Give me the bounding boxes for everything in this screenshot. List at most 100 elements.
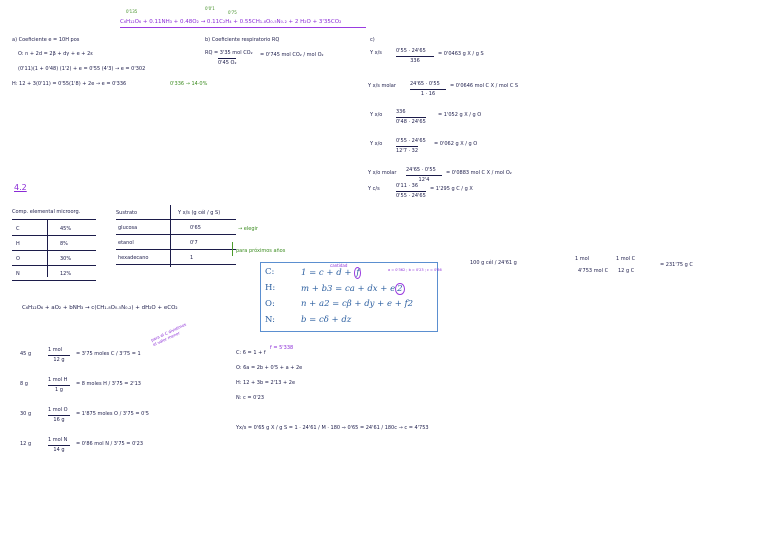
annot-2: 0'0'1 bbox=[205, 6, 215, 11]
mole-factor-den: 14 g bbox=[48, 445, 70, 453]
section-a-line2: (0'11)(1 + 0'48) (1'2) + e = 0'55 (4'3) … bbox=[18, 66, 146, 72]
yield-equation: Yx/s = 0'65 g X / g S = 1 · 24'61 / M · … bbox=[236, 425, 429, 431]
mole-grams: 12 g bbox=[20, 441, 32, 447]
y4-result: = 0'062 g X / g O bbox=[434, 141, 478, 147]
section-b-result: = 0'745 mol CO₂ / mol O₂ bbox=[260, 52, 324, 58]
reaction-underline bbox=[120, 27, 366, 28]
eq-row-label: H: bbox=[265, 283, 276, 293]
y1-den: 336 bbox=[396, 56, 434, 64]
eq-expr-text: b = cδ + dz bbox=[301, 315, 352, 325]
y2-result: = 0'0646 mol C X / mol C S bbox=[450, 83, 519, 89]
top-reaction: C₆H₁₂O₆ + 0.11NH₃ + 0.48O₂ → 0.11C₂H₄ + … bbox=[120, 19, 342, 25]
y1-num: 0'55 · 24'65 bbox=[396, 48, 426, 54]
yield-header: Y x/s (g cél / g S) bbox=[178, 210, 221, 216]
element-row-rule bbox=[12, 235, 96, 236]
mole-factor-den: 12 g bbox=[48, 355, 70, 363]
element-row-rule bbox=[12, 280, 96, 281]
reaction-2: C₆H₁₂O₆ + aO₂ + bNH₃ → c(CH₁.₈O₀.₅N₀.₂) … bbox=[22, 305, 178, 311]
mole-result: = 1'875 moles O / 3'75 = 0'5 bbox=[76, 411, 149, 417]
element-table-header: Comp. elemental microorg. bbox=[12, 209, 81, 215]
solve-line-c: C: 6 = 1 + f bbox=[236, 350, 266, 356]
y4-num: 0'55 · 24'65 bbox=[396, 138, 426, 144]
mole-grams: 45 g bbox=[20, 351, 32, 357]
element-percent: 30% bbox=[60, 256, 72, 262]
far-right-e: 12 g C bbox=[618, 268, 635, 274]
eq-circled-term: f bbox=[354, 267, 362, 279]
solve-line-h: H: 12 + 3b = 2'13 + 2e bbox=[236, 380, 296, 386]
element-table-divider bbox=[47, 219, 48, 277]
substrate-yield: 0'65 bbox=[190, 225, 201, 231]
element-percent: 12% bbox=[60, 271, 72, 277]
element-percent: 45% bbox=[60, 226, 72, 232]
eq-expr-text: 1 = c + d + bbox=[301, 268, 355, 278]
mole-result: = 8 moles H / 3'75 = 2'13 bbox=[76, 381, 141, 387]
substrate-header: Sustrato bbox=[116, 210, 138, 216]
y2-num: 24'65 · 0'55 bbox=[410, 81, 440, 87]
section-a-line3: H: 12 + 3(0'11) = 0'55(1'8) + 2e → e = 0… bbox=[12, 81, 127, 87]
element-row-rule bbox=[12, 265, 96, 266]
mole-grams: 8 g bbox=[20, 381, 28, 387]
far-right-c: 4'753 mol C bbox=[578, 268, 609, 274]
element-symbol: O bbox=[16, 256, 20, 262]
substrate-note-years: para próximos años bbox=[236, 248, 286, 254]
section-a-line3-tag: 0'336 → 14·0% bbox=[170, 81, 208, 87]
eq-annot-top: cantidad bbox=[330, 263, 348, 268]
element-symbol: N bbox=[16, 271, 20, 277]
substrate-row-rule bbox=[116, 234, 236, 235]
substrate-row-rule bbox=[116, 264, 236, 265]
eq-row-expr: b = cδ + dz bbox=[301, 315, 351, 325]
section-b-den: 0'45 O₂ bbox=[218, 58, 237, 66]
section-a-line1: O: n + 2d = 2β + dγ + e + 2ε bbox=[18, 51, 93, 57]
eq-row-label: O: bbox=[265, 299, 275, 309]
moles-note: para el C dividimos el valor menor bbox=[150, 321, 187, 348]
mole-result: = 3'75 moles C / 3'75 = 1 bbox=[76, 351, 141, 357]
solve-line-o: O: 6a = 2b + 0'5 + a + 2e bbox=[236, 365, 303, 371]
element-symbol: C bbox=[16, 226, 20, 232]
section-b-num: RQ = 3'35 mol CO₂ bbox=[205, 50, 253, 56]
y5-result: = 0'0883 mol C X / mol O₂ bbox=[446, 170, 512, 176]
y6-num: 0'11 · 36 bbox=[396, 183, 419, 189]
y6-label: Y c/s bbox=[368, 186, 380, 192]
mole-factor-num: 1 mol O bbox=[48, 407, 68, 413]
solve-line-n: N: c = 0'23 bbox=[236, 395, 265, 401]
annot-3: 0'75 bbox=[228, 10, 237, 15]
far-right-result: = 231'75 g C bbox=[660, 262, 693, 268]
y2-label: Y x/s molar bbox=[368, 83, 396, 89]
section-b-title: b) Coeficiente respiratorio RQ bbox=[205, 37, 280, 43]
eq-row-expr: n + a2 = cβ + dy + e + f2 bbox=[301, 299, 413, 309]
solve-line-c-tag: f = 5'338 bbox=[270, 345, 294, 351]
far-right-b: 1 mol bbox=[575, 256, 590, 262]
element-symbol: H bbox=[16, 241, 20, 247]
y5-label: Y x/o molar bbox=[368, 170, 397, 176]
y3-num: 336 bbox=[396, 109, 406, 115]
part2-heading: 4.2 bbox=[14, 183, 27, 192]
eq-expr-text: m + b3 = ca + dx + e bbox=[301, 284, 396, 294]
section-a-title: a) Coeficiente e = 10H pos bbox=[12, 37, 80, 43]
y1-label: Y x/s bbox=[370, 50, 382, 56]
y4-label: Y x/o bbox=[370, 141, 383, 147]
substrate-yield: 0'7 bbox=[190, 240, 198, 246]
eq-annot-side: a = 0'362 ; b = 0'23 ; c = 0'86 bbox=[388, 268, 442, 272]
eq-circled-term: 2 bbox=[395, 283, 405, 295]
substrate-note-choose: → elegir bbox=[238, 226, 258, 232]
eq-expr-text: n + a2 = cβ + dy + e + f2 bbox=[301, 299, 414, 309]
y2-den: 1 · 16 bbox=[410, 89, 446, 97]
eq-row-expr: 1 = c + d + f bbox=[301, 267, 362, 279]
y6-result: = 1'295 g C / g X bbox=[430, 186, 473, 192]
mole-factor-den: 16 g bbox=[48, 415, 70, 423]
eq-row-label: C: bbox=[265, 267, 275, 277]
far-right-a: 100 g cél / 24'61 g bbox=[470, 260, 517, 266]
substrate-yield: 1 bbox=[190, 255, 194, 261]
mole-factor-num: 1 mol bbox=[48, 347, 63, 353]
mole-factor-num: 1 mol H bbox=[48, 377, 68, 383]
substrate-row-rule bbox=[116, 249, 236, 250]
mole-grams: 30 g bbox=[20, 411, 32, 417]
y6-den: 0'55 · 24'65 bbox=[396, 191, 426, 199]
annot-1: 0'135 bbox=[126, 9, 138, 14]
substrate-table-divider bbox=[170, 205, 171, 267]
y4-den: 12'7 · 32 bbox=[396, 146, 419, 154]
mole-factor-den: 1 g bbox=[48, 385, 70, 393]
